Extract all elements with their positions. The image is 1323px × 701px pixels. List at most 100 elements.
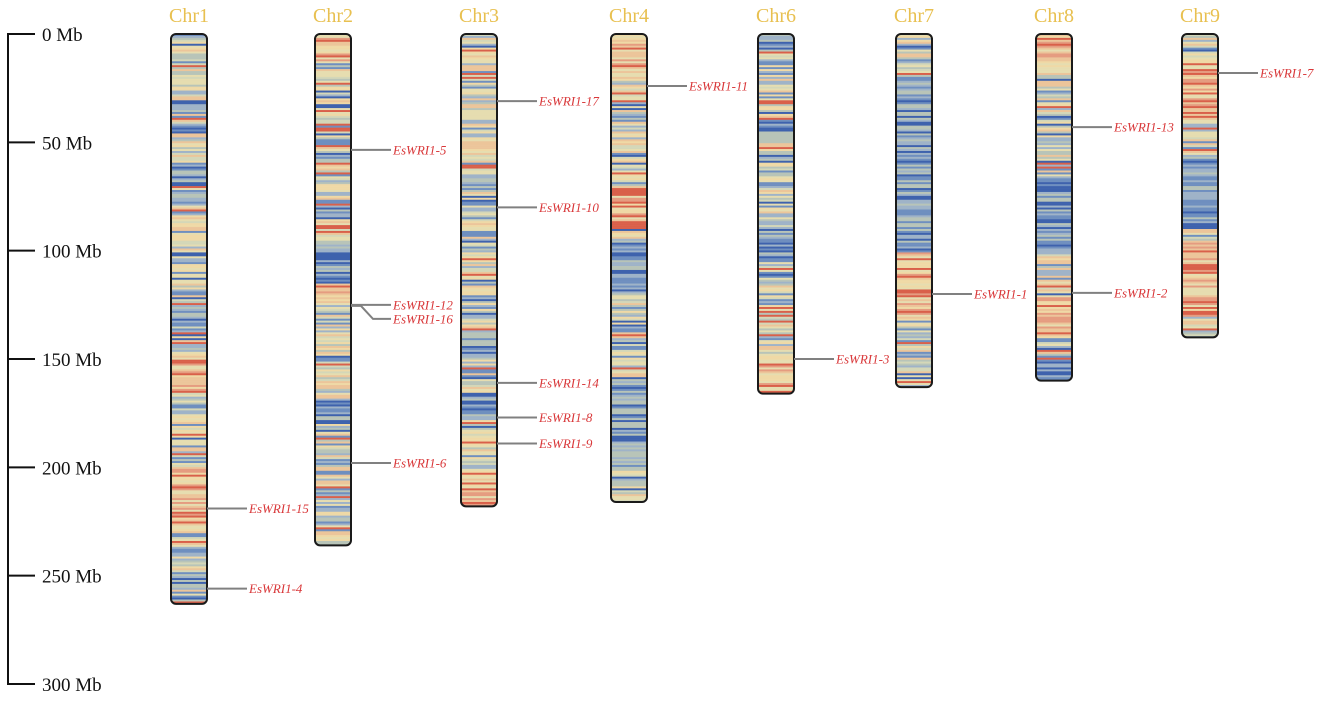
density-stripe <box>171 517 207 520</box>
density-stripe <box>1036 342 1072 345</box>
density-stripe <box>461 346 497 349</box>
density-stripe <box>611 197 647 201</box>
chromosome-label: Chr4 <box>609 5 649 27</box>
density-stripe <box>461 154 497 158</box>
density-stripe <box>896 336 932 339</box>
density-stripe <box>896 291 932 294</box>
density-stripe <box>171 191 207 195</box>
density-stripe <box>758 264 794 267</box>
density-stripe <box>171 246 207 249</box>
density-stripe <box>171 310 207 314</box>
density-stripe <box>315 275 351 279</box>
density-stripe <box>611 472 647 475</box>
density-stripe <box>461 375 497 378</box>
density-stripe <box>896 102 932 105</box>
density-stripe <box>758 178 794 181</box>
density-stripe <box>461 156 497 160</box>
density-stripe <box>171 131 207 134</box>
density-stripe <box>611 427 647 431</box>
density-stripe <box>461 433 497 436</box>
axis-tick-label: 300 Mb <box>42 675 102 696</box>
density-stripe <box>461 468 497 472</box>
density-stripe <box>611 322 647 325</box>
density-stripe <box>1182 80 1218 84</box>
density-stripe <box>315 437 351 440</box>
density-stripe <box>758 219 794 222</box>
density-stripe <box>171 180 207 183</box>
density-stripe <box>171 145 207 148</box>
density-stripe <box>611 445 647 448</box>
density-stripe <box>315 511 351 514</box>
density-stripe <box>315 515 351 518</box>
density-stripe <box>896 227 932 230</box>
density-stripe <box>758 310 794 314</box>
density-stripe <box>461 277 497 280</box>
density-stripe <box>1182 219 1218 222</box>
density-stripe <box>171 474 207 477</box>
density-stripe <box>758 147 794 150</box>
density-stripe <box>896 197 932 201</box>
density-stripe <box>315 182 351 185</box>
density-stripe <box>461 143 497 146</box>
density-stripe <box>461 328 497 331</box>
density-stripe <box>611 248 647 251</box>
density-stripe <box>1036 250 1072 253</box>
density-stripe <box>315 289 351 292</box>
density-stripe <box>611 154 647 158</box>
density-stripe <box>171 521 207 524</box>
density-stripe <box>461 45 497 48</box>
density-stripe <box>171 424 207 427</box>
density-stripe <box>461 266 497 269</box>
density-stripe <box>896 190 932 193</box>
density-stripe <box>315 297 351 300</box>
density-stripe <box>1036 80 1072 84</box>
density-stripe <box>758 39 794 43</box>
density-stripe <box>315 392 351 396</box>
density-stripe <box>171 416 207 419</box>
density-stripe <box>461 188 497 191</box>
density-stripe <box>461 43 497 46</box>
density-stripe <box>896 154 932 158</box>
density-stripe <box>1036 266 1072 269</box>
density-stripe <box>1182 166 1218 169</box>
density-stripe <box>896 100 932 103</box>
density-stripe <box>1036 316 1072 319</box>
density-stripe <box>1182 39 1218 43</box>
density-stripe <box>315 172 351 175</box>
density-stripe <box>315 429 351 433</box>
density-stripe <box>758 137 794 140</box>
density-stripe <box>1036 94 1072 97</box>
density-stripe <box>758 35 794 39</box>
density-stripe <box>171 297 207 300</box>
density-stripe <box>171 318 207 321</box>
density-stripe <box>611 295 647 298</box>
density-stripe <box>611 496 647 499</box>
density-stripe <box>315 498 351 501</box>
density-stripe <box>758 69 794 72</box>
density-stripe <box>171 193 207 197</box>
density-stripe <box>611 168 647 171</box>
density-stripe <box>171 509 207 513</box>
density-stripe <box>1182 301 1218 304</box>
density-stripe <box>1036 344 1072 347</box>
density-stripe <box>896 86 932 89</box>
density-stripe <box>171 576 207 579</box>
density-stripe <box>171 597 207 600</box>
density-stripe <box>171 156 207 160</box>
density-stripe <box>896 80 932 84</box>
density-stripe <box>1036 102 1072 105</box>
density-stripe <box>1036 322 1072 325</box>
density-stripe <box>758 242 794 245</box>
density-stripe <box>171 519 207 522</box>
density-stripe <box>1182 82 1218 85</box>
density-stripe <box>896 367 932 370</box>
density-stripe <box>1036 154 1072 158</box>
density-stripe <box>171 305 207 308</box>
density-stripe <box>171 307 207 310</box>
density-stripe <box>315 433 351 436</box>
density-stripe <box>461 57 497 60</box>
density-stripe <box>315 193 351 197</box>
density-stripe <box>1182 199 1218 202</box>
density-stripe <box>171 355 207 358</box>
chromosome-chr3: Chr3 <box>459 5 499 508</box>
